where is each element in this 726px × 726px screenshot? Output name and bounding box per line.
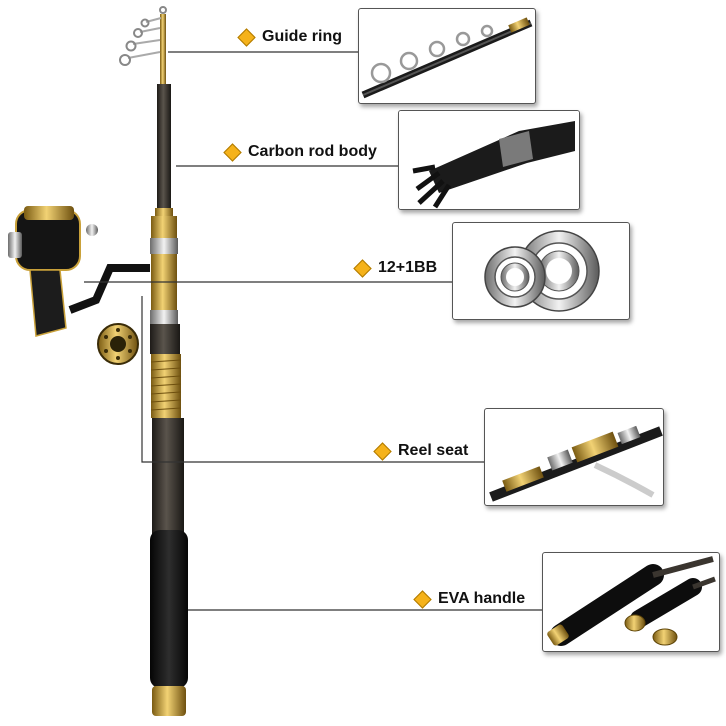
leader-lines — [84, 51, 542, 611]
spinning-reel — [8, 206, 150, 365]
eva-handle-detail-image — [542, 552, 720, 652]
callout-label: Guide ring — [262, 28, 342, 45]
carbon-body-detail-image — [398, 110, 580, 210]
callout-reel-seat: Reel seat — [373, 441, 469, 461]
callout-label: 12+1BB — [378, 259, 438, 276]
callout-label: EVA handle — [438, 590, 526, 607]
callout-carbon-rod-body: Carbon rod body — [223, 142, 377, 162]
reel-seat-detail-image — [484, 408, 664, 506]
diamond-icon — [237, 27, 256, 47]
guide-rings — [119, 6, 167, 84]
callout-label: Reel seat — [398, 442, 469, 459]
callout-eva-handle: EVA handle — [413, 589, 526, 609]
callout-guide-ring: Guide ring — [237, 27, 342, 47]
diamond-icon — [223, 142, 242, 162]
butt-cap — [152, 686, 186, 716]
bearing-small — [484, 246, 546, 308]
eva-handle-grip — [150, 530, 188, 688]
diamond-icon — [413, 589, 432, 609]
callout-ball-bearings: 12+1BB — [353, 258, 438, 278]
callout-label: Carbon rod body — [248, 143, 377, 160]
guide-ring-detail-image — [358, 8, 536, 104]
diamond-icon — [373, 441, 392, 461]
ball-bearing-detail-image — [452, 222, 630, 320]
diamond-icon — [353, 258, 372, 278]
